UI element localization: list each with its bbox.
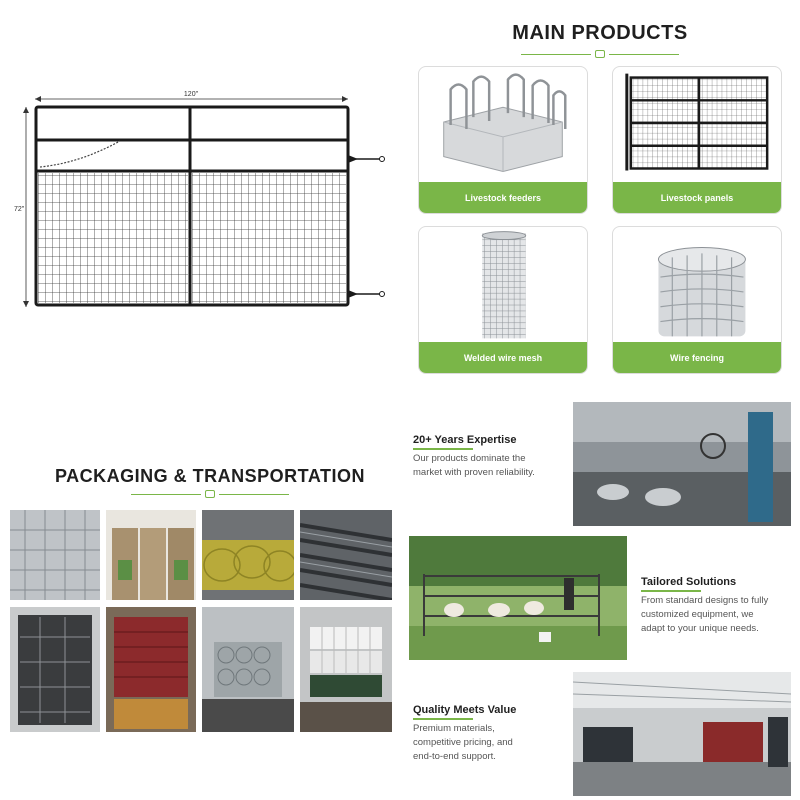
title-ornament	[420, 50, 780, 58]
welded-wire-mesh-image	[481, 231, 527, 339]
packaging-photo-wire-coils	[202, 510, 294, 600]
product-label: Livestock feeders	[419, 182, 587, 213]
packaging-photo-mesh-bundles	[10, 510, 100, 600]
container-photo-panels	[10, 607, 100, 732]
factory-photo-warehouse	[573, 672, 791, 796]
feature-title-quality: Quality Meets Value	[413, 704, 516, 720]
product-label: Livestock panels	[613, 182, 781, 213]
title-ornament	[10, 490, 410, 498]
main-products-title: MAIN PRODUCTS	[512, 22, 688, 44]
feature-title-expertise: 20+ Years Expertise	[413, 434, 516, 450]
product-card-livestock-feeders[interactable]: Livestock feeders	[418, 66, 588, 214]
factory-photo-workshop	[573, 402, 791, 526]
feature-title-tailored: Tailored Solutions	[641, 576, 736, 592]
product-card-wire-fencing[interactable]: Wire fencing	[612, 226, 782, 374]
wire-fencing-image	[657, 246, 746, 337]
gate-height-label: 72"	[14, 206, 25, 213]
leaf-icon	[595, 50, 605, 58]
product-card-livestock-panels[interactable]: Livestock panels	[612, 66, 782, 214]
gate-dimension-drawing: 120" 72"	[14, 91, 385, 307]
container-photo-mesh-rolls	[202, 607, 294, 732]
feature-body-quality: Premium materials,competitive pricing, a…	[413, 723, 513, 762]
container-photo-pallets	[300, 607, 392, 732]
farm-photo-gate-sheep	[409, 536, 627, 660]
container-photo-red-posts	[106, 607, 196, 732]
product-label: Welded wire mesh	[419, 342, 587, 373]
product-label: Wire fencing	[613, 342, 781, 373]
livestock-feeder-image	[443, 73, 567, 172]
packaging-title: PACKAGING & TRANSPORTATION	[55, 466, 365, 486]
product-card-welded-wire-mesh[interactable]: Welded wire mesh	[418, 226, 588, 374]
packaging-photo-mesh-rolls	[106, 510, 196, 600]
packaging-photo-steel-posts	[300, 510, 392, 600]
livestock-panel-image	[625, 73, 769, 171]
leaf-icon	[205, 490, 215, 498]
gate-width-label: 120"	[184, 91, 199, 98]
